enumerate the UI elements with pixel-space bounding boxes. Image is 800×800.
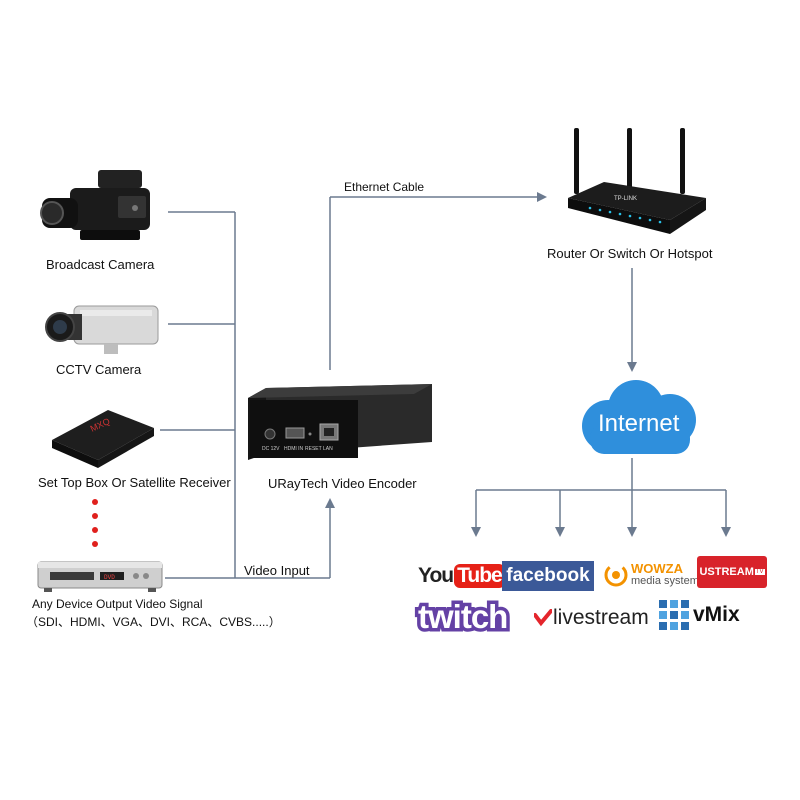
facebook-logo: facebook bbox=[502, 561, 594, 591]
vmix-grid-icon bbox=[659, 600, 689, 630]
router-brand-text: TP-LINK bbox=[614, 196, 638, 202]
encoder-port-dc-label: DC 12V bbox=[262, 446, 280, 452]
vmix-logo: vMix bbox=[659, 600, 740, 630]
livestream-check-icon bbox=[534, 609, 552, 627]
livestream-logo: livestream bbox=[534, 606, 649, 630]
internet-cloud-icon bbox=[572, 378, 708, 458]
ustream-text: USTREAM bbox=[699, 566, 754, 578]
encoder-port-reset-label: RESET bbox=[305, 446, 322, 452]
wowza-tagline-text: media systems bbox=[631, 575, 705, 587]
facebook-text: facebook bbox=[506, 565, 590, 586]
video-input-label: Video Input bbox=[244, 563, 310, 578]
set-top-box-label: Set Top Box Or Satellite Receiver bbox=[38, 475, 231, 490]
twitch-text: twitch bbox=[414, 595, 511, 639]
encoder-port-hdmi-label: HDMI IN bbox=[284, 446, 304, 452]
youtube-you-text: You bbox=[418, 564, 454, 587]
router-icon bbox=[560, 128, 710, 240]
svg-text:DVD: DVD bbox=[104, 574, 115, 581]
ustream-tv-text: TV bbox=[754, 569, 765, 575]
cctv-camera-label: CCTV Camera bbox=[56, 362, 142, 377]
youtube-logo: You Tube bbox=[418, 561, 505, 591]
any-device-label: Any Device Output Video Signal bbox=[32, 597, 203, 611]
router-label: Router Or Switch Or Hotspot bbox=[547, 246, 713, 261]
encoder-label: URayTech Video Encoder bbox=[268, 476, 417, 491]
encoder-port-lan-label: LAN bbox=[323, 446, 333, 452]
wowza-name-text: WOWZA bbox=[631, 561, 683, 576]
broadcast-camera-icon bbox=[40, 168, 162, 246]
dvd-player-icon: DVD bbox=[36, 556, 164, 596]
ustream-logo: USTREAM TV bbox=[697, 556, 767, 588]
wowza-swirl-icon bbox=[604, 563, 628, 587]
cctv-camera-icon bbox=[44, 296, 162, 356]
broadcast-camera-label: Broadcast Camera bbox=[46, 257, 155, 272]
twitch-logo: twitch bbox=[414, 595, 511, 639]
youtube-tube-text: Tube bbox=[454, 564, 505, 588]
set-top-box-icon: MXQ bbox=[48, 402, 158, 472]
internet-label: Internet bbox=[598, 410, 680, 437]
video-encoder-icon bbox=[246, 372, 436, 464]
vmix-text: vMix bbox=[693, 603, 740, 626]
continuation-dots bbox=[92, 499, 98, 547]
livestream-text: livestream bbox=[553, 606, 649, 629]
wowza-logo: WOWZA media systems bbox=[604, 558, 704, 592]
any-device-signals-label: （SDI、HDMI、VGA、DVI、RCA、CVBS.....） bbox=[26, 615, 281, 629]
ethernet-cable-label: Ethernet Cable bbox=[344, 180, 425, 194]
